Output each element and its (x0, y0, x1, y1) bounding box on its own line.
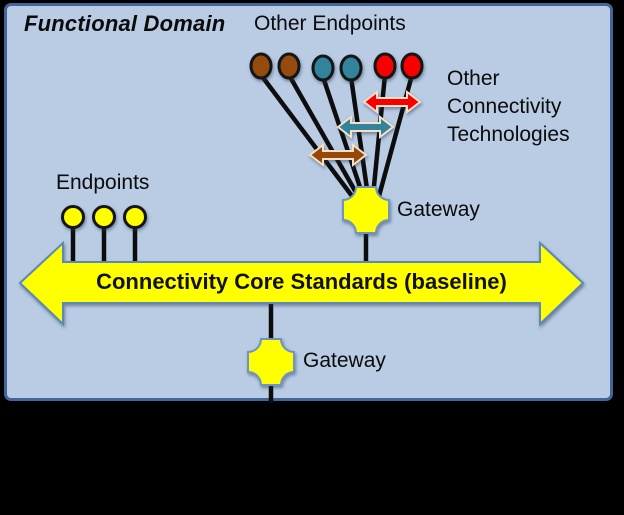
endpoint-circle-yellow (123, 205, 147, 229)
endpoint-circle-teal (311, 54, 335, 82)
gateway-top-label: Gateway (397, 198, 480, 221)
endpoint-circles-yellow (61, 205, 147, 229)
tech-arrow-red-icon (362, 89, 422, 115)
gateway-bottom-label: Gateway (303, 349, 386, 372)
endpoint-circle-yellow (61, 205, 85, 229)
gateway-bottom-icon (247, 338, 295, 386)
functional-domain-title: Functional Domain (24, 11, 226, 36)
tech-arrow-brown-icon (308, 142, 368, 168)
tech-arrow-teal-icon (336, 114, 395, 140)
endpoint-circle-yellow (92, 205, 116, 229)
endpoint-circle-red (373, 52, 397, 80)
endpoints-label: Endpoints (56, 171, 150, 194)
other-connectivity-line-1: Other (447, 67, 500, 90)
endpoint-circle-brown (277, 52, 301, 80)
endpoint-circle-teal (339, 54, 363, 82)
core-standards-arrow-icon (18, 240, 585, 327)
other-endpoint-circles (249, 52, 424, 82)
other-endpoint-fan-lines (259, 73, 415, 198)
core-standards-label: Connectivity Core Standards (baseline) (96, 269, 507, 294)
functional-domain-box (4, 3, 613, 401)
endpoint-circle-brown (249, 52, 273, 80)
other-connectivity-line-2: Connectivity (447, 95, 562, 118)
other-connectivity-label: Other Connectivity Technologies (447, 65, 570, 149)
other-connectivity-line-3: Technologies (447, 123, 570, 146)
gateway-top-icon (342, 186, 390, 234)
endpoint-circle-red (400, 52, 424, 80)
endpoint-stem-lines (70, 226, 138, 266)
other-endpoints-label: Other Endpoints (254, 12, 406, 35)
